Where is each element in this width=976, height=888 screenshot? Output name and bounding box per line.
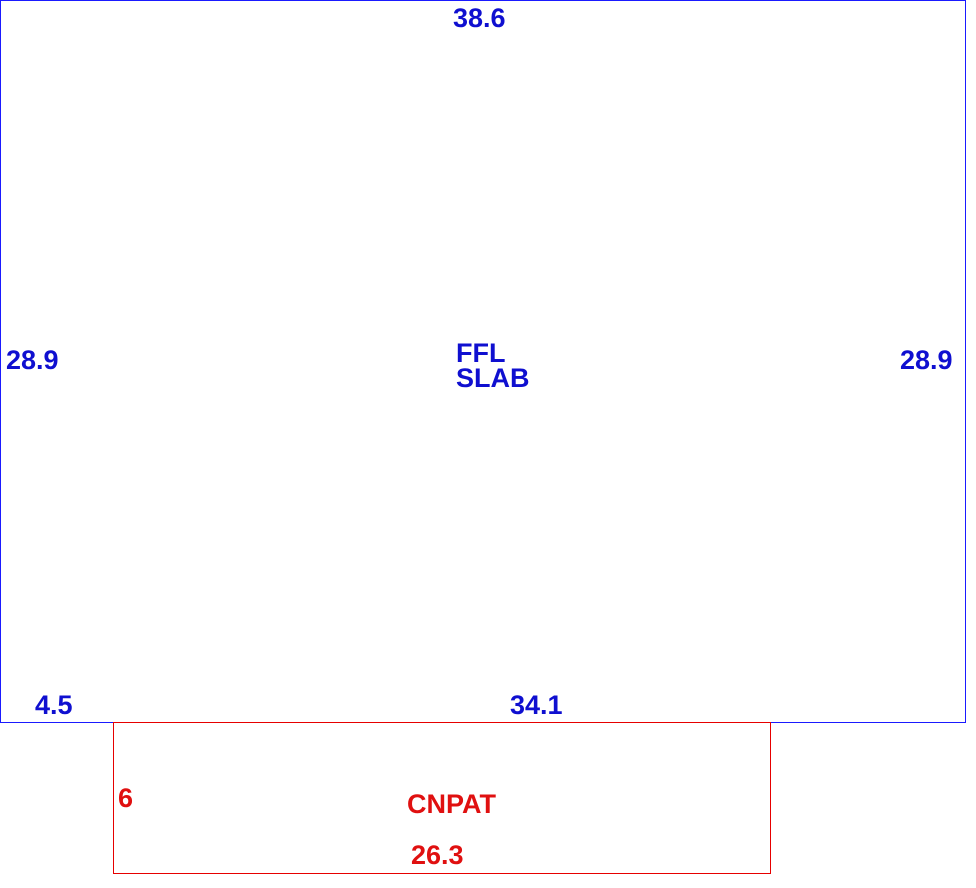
cnpat-side-dimension-label: 6 <box>118 783 134 813</box>
area-name-line2: SLAB <box>456 363 530 393</box>
cnpat-bottom-dimension-label: 26.3 <box>411 840 464 870</box>
cnpat-name-label: CNPAT <box>407 789 496 819</box>
right-dimension-label: 28.9 <box>900 345 953 375</box>
bottom-dimension-label: 34.1 <box>510 690 563 720</box>
area-name-label: FFL SLAB <box>456 338 530 393</box>
bottom-left-dimension-label: 4.5 <box>35 690 73 720</box>
area-name-line1: FFL <box>456 338 506 368</box>
top-dimension-label: 38.6 <box>453 3 506 33</box>
left-dimension-label: 28.9 <box>6 345 59 375</box>
cnpat-outline <box>113 722 771 874</box>
